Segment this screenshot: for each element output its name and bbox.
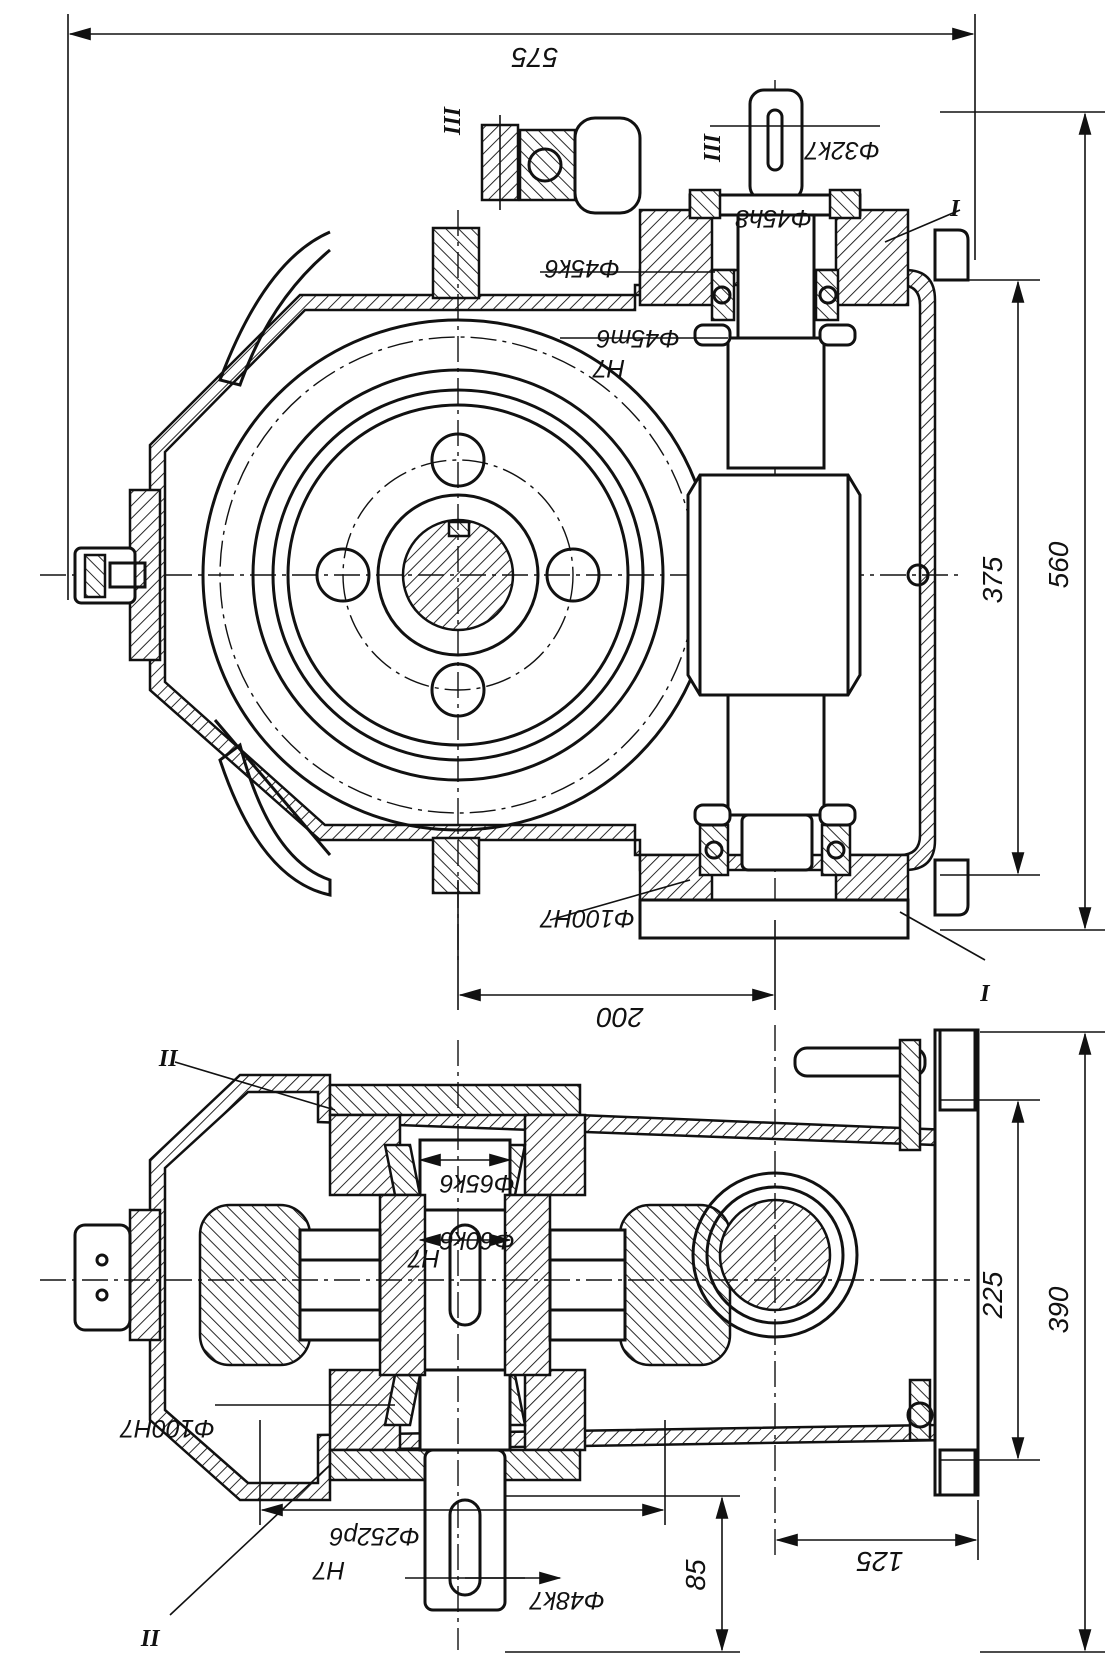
- dimension-390: [980, 1031, 1105, 1653]
- dim-560-label: 560: [1043, 541, 1074, 588]
- dimension-125: [775, 1500, 979, 1560]
- dimension-560: [940, 111, 1105, 931]
- dim-125-label: 125: [856, 1546, 903, 1577]
- fit-45k6-label: Φ45k6: [545, 254, 620, 282]
- worm-thread: [686, 473, 862, 697]
- dimension-575: [67, 14, 976, 600]
- section-I-bottom: I: [979, 979, 991, 1005]
- worm-shaft-end: [793, 1038, 934, 1442]
- dimension-225: [940, 1099, 1040, 1461]
- dim-85-label: 85: [680, 1559, 711, 1591]
- dim-225-label: 225: [977, 1271, 1008, 1319]
- vent-plug: [73, 488, 162, 662]
- detail-III: [480, 115, 642, 215]
- worm-wheel-section: [198, 1193, 732, 1377]
- fit-h7-top-label: H7: [592, 354, 625, 382]
- upper-cover: [328, 1083, 582, 1117]
- worm-lower-bearing: [638, 803, 910, 940]
- fit-h7-mid-label: H7: [407, 1244, 440, 1272]
- top-lower-lug: [431, 836, 481, 895]
- fit-45m6-label: Φ45m6: [596, 324, 680, 352]
- output-shaft: [410, 1138, 520, 1612]
- dim-375-label: 375: [977, 556, 1008, 603]
- section-III-detail: III: [440, 105, 466, 136]
- dim-575-label: 575: [511, 42, 558, 73]
- worm-upper-bearing: [638, 188, 910, 347]
- worm-shaft: [686, 88, 862, 872]
- section-III-shaft: III: [700, 132, 726, 163]
- fit-60k6-label: Φ60k6: [440, 1226, 515, 1254]
- fit-32k7-label: Φ32k7: [804, 136, 880, 164]
- fit-h7-bottom-label: H7: [312, 1556, 345, 1584]
- top-upper-lug: [431, 226, 481, 300]
- dim-200-label: 200: [596, 1002, 644, 1033]
- section-I-top: I: [949, 194, 961, 220]
- dimension-200: [457, 880, 776, 1010]
- bottom-view: [40, 1025, 980, 1650]
- bottom-vent-plug: [73, 1208, 162, 1342]
- fit-100h7-top-label: Φ100H7: [539, 904, 635, 932]
- dimension-85: [505, 1495, 740, 1653]
- section-II-top: II: [158, 1044, 179, 1070]
- fit-252p6-label: Φ252p6: [329, 1522, 420, 1550]
- fit-65k6-label: Φ65k6: [440, 1169, 515, 1197]
- fit-48k7-label: Φ48k7: [529, 1586, 605, 1614]
- section-II-bottom: II: [140, 1624, 161, 1650]
- fit-100h7-bottom-label: Φ100H7: [119, 1414, 215, 1442]
- dimension-375: [940, 279, 1040, 876]
- dimension-252: [259, 1420, 666, 1525]
- fit-45h8-label: Φ45h8: [735, 204, 812, 232]
- dim-390-label: 390: [1043, 1286, 1074, 1333]
- top-view: [40, 80, 970, 960]
